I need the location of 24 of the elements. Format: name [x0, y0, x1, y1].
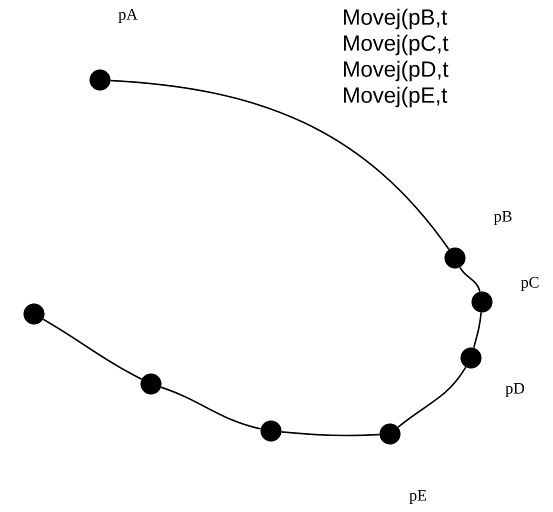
point-dot	[24, 304, 44, 324]
point-dot	[380, 424, 400, 444]
path-curve	[160, 386, 261, 430]
point-dot	[140, 374, 162, 394]
path-curve	[42, 318, 142, 380]
point-dot	[444, 248, 466, 268]
path-curve	[473, 312, 482, 348]
point-label: pB	[494, 211, 512, 225]
path-curve	[110, 80, 450, 250]
point-dot	[260, 420, 282, 442]
point-dot	[472, 292, 492, 312]
point-dot	[90, 70, 110, 90]
code-line: Movej(pD,t	[344, 60, 448, 82]
path-curve	[398, 366, 466, 428]
point-label: pA	[118, 9, 138, 23]
code-line: Movej(pE,t	[344, 86, 448, 108]
point-label: pD	[505, 383, 524, 397]
code-line: Movej(pB,t	[344, 8, 448, 30]
path-curve	[282, 431, 380, 436]
point-label: pC	[520, 277, 538, 291]
path-curve	[459, 267, 481, 292]
point-dot	[460, 348, 482, 368]
code-line: Movej(pC,t	[344, 34, 448, 56]
point-label: pE	[409, 490, 426, 504]
